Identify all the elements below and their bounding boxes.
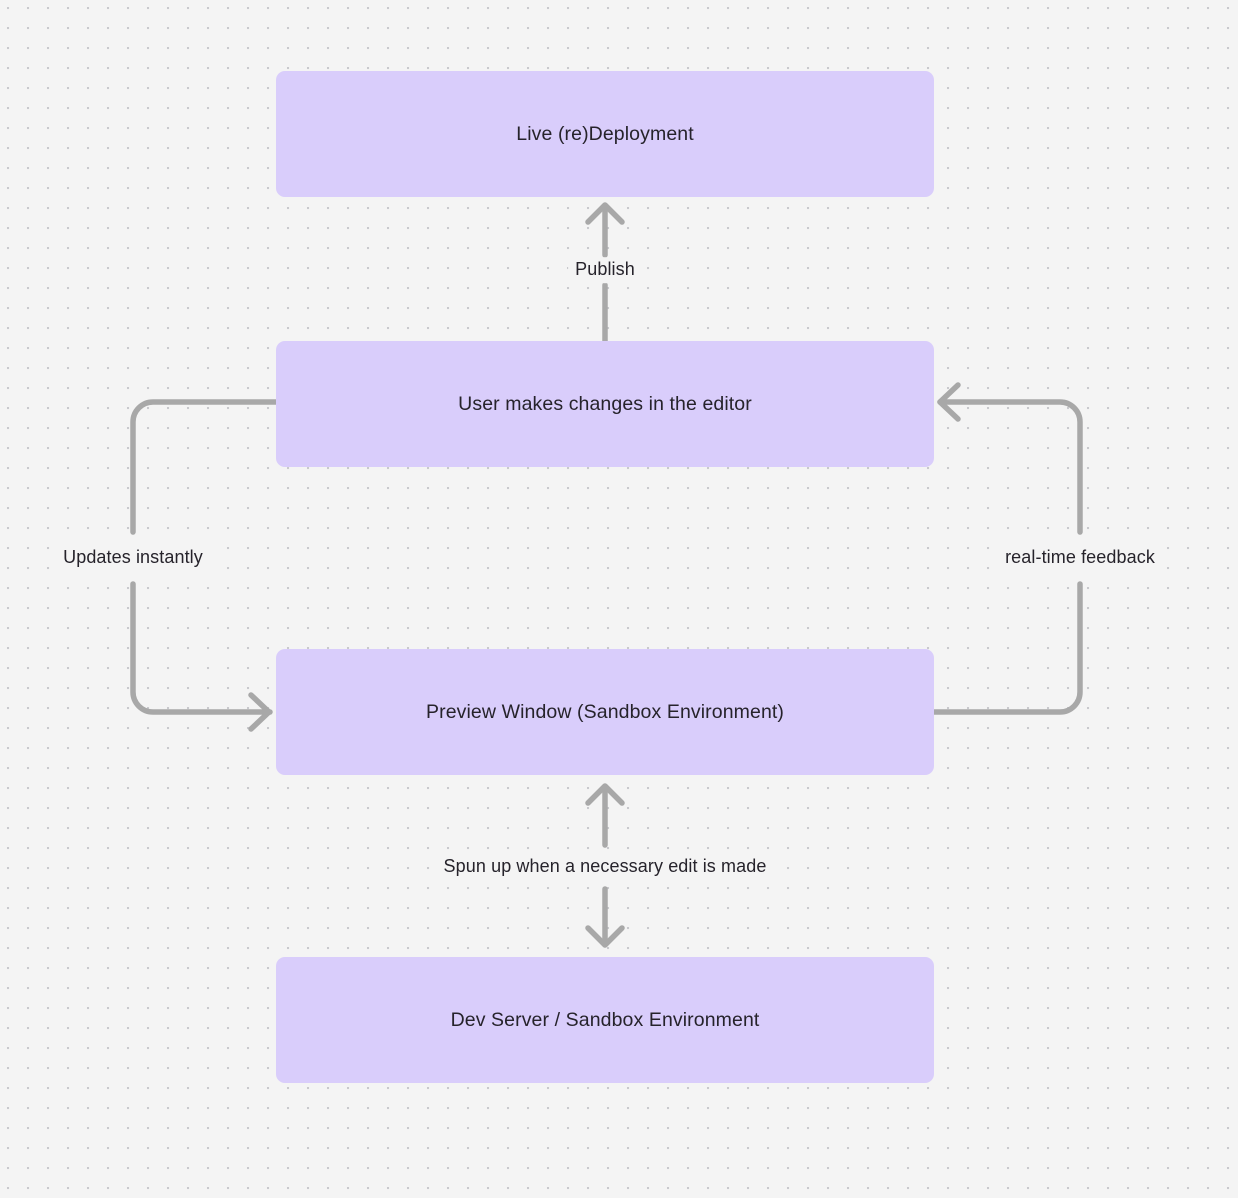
edge-realtime-upper-segment xyxy=(937,399,1083,535)
node-preview-window[interactable]: Preview Window (Sandbox Environment) xyxy=(276,649,934,775)
edge-realtime-lower-segment xyxy=(931,581,1083,715)
edge-updates-lower-segment xyxy=(130,581,273,715)
edge-realtime-arrowhead xyxy=(937,382,961,422)
edge-updates-arrowhead xyxy=(248,692,272,732)
node-user-makes-changes[interactable]: User makes changes in the editor xyxy=(276,341,934,467)
edge-label-updates-instantly: Updates instantly xyxy=(56,545,210,571)
node-label: Live (re)Deployment xyxy=(516,122,694,145)
edge-updates-upper-segment xyxy=(130,399,279,535)
edge-label-publish: Publish xyxy=(568,257,642,283)
node-label: User makes changes in the editor xyxy=(458,392,752,415)
node-live-redeployment[interactable]: Live (re)Deployment xyxy=(276,71,934,197)
node-label: Dev Server / Sandbox Environment xyxy=(450,1008,760,1031)
edge-label-real-time-feedback: real-time feedback xyxy=(998,545,1162,571)
node-label: Preview Window (Sandbox Environment) xyxy=(426,700,784,723)
edge-publish-arrowhead xyxy=(585,202,625,225)
node-dev-server[interactable]: Dev Server / Sandbox Environment xyxy=(276,957,934,1083)
edge-label-spun-up: Spun up when a necessary edit is made xyxy=(436,854,774,880)
edge-spun-down-arrowhead xyxy=(585,925,625,948)
edge-spun-up-arrowhead xyxy=(585,783,625,806)
